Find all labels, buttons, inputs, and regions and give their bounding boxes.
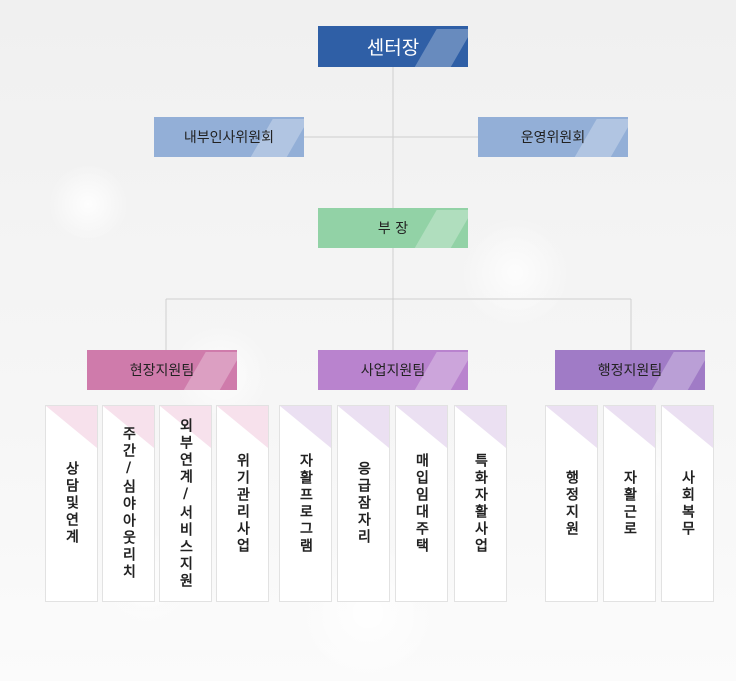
operation-committee-label: 운영위원회 [520, 130, 586, 146]
duty-card: 응급잠자리 [337, 405, 390, 602]
duty-card: 상담및연계 [45, 405, 98, 602]
duty-card: 자활근로 [603, 405, 656, 602]
center-head-box: 센터장 [318, 26, 468, 67]
duty-card: 주간/심야아웃리치 [102, 405, 155, 602]
duty-label: 특화자활사업 [472, 452, 489, 555]
hr-committee-box: 내부인사위원회 [154, 117, 304, 157]
duty-card: 외부연계/서비스지원 [159, 405, 212, 602]
deputy-box: 부 장 [318, 208, 468, 248]
duty-label: 외부연계/서비스지원 [177, 417, 194, 590]
duty-label: 행정지원 [563, 469, 580, 538]
duty-card: 행정지원 [545, 405, 598, 602]
center-head-label: 센터장 [366, 37, 420, 59]
team-label: 사업지원팀 [360, 363, 426, 379]
team-admin-support-box: 행정지원팀 [555, 350, 705, 390]
duty-label: 자활프로그램 [297, 452, 314, 555]
duty-label: 사회복무 [679, 469, 696, 538]
duty-card: 특화자활사업 [454, 405, 507, 602]
duty-card: 사회복무 [661, 405, 714, 602]
duty-card: 위기관리사업 [216, 405, 269, 602]
team-label: 현장지원팀 [129, 363, 195, 379]
duty-label: 응급잠자리 [355, 461, 372, 546]
duty-card: 자활프로그램 [279, 405, 332, 602]
hr-committee-label: 내부인사위원회 [183, 130, 275, 146]
team-field-support-box: 현장지원팀 [87, 350, 237, 390]
deputy-label: 부 장 [377, 221, 409, 237]
duty-label: 상담및연계 [63, 461, 80, 546]
operation-committee-box: 운영위원회 [478, 117, 628, 157]
team-label: 행정지원팀 [597, 363, 663, 379]
duty-label: 위기관리사업 [234, 452, 251, 555]
duty-card: 매입임대주택 [395, 405, 448, 602]
duty-label: 매입임대주택 [413, 452, 430, 555]
team-business-support-box: 사업지원팀 [318, 350, 468, 390]
duty-label: 자활근로 [621, 469, 638, 538]
duty-label: 주간/심야아웃리치 [120, 426, 137, 581]
